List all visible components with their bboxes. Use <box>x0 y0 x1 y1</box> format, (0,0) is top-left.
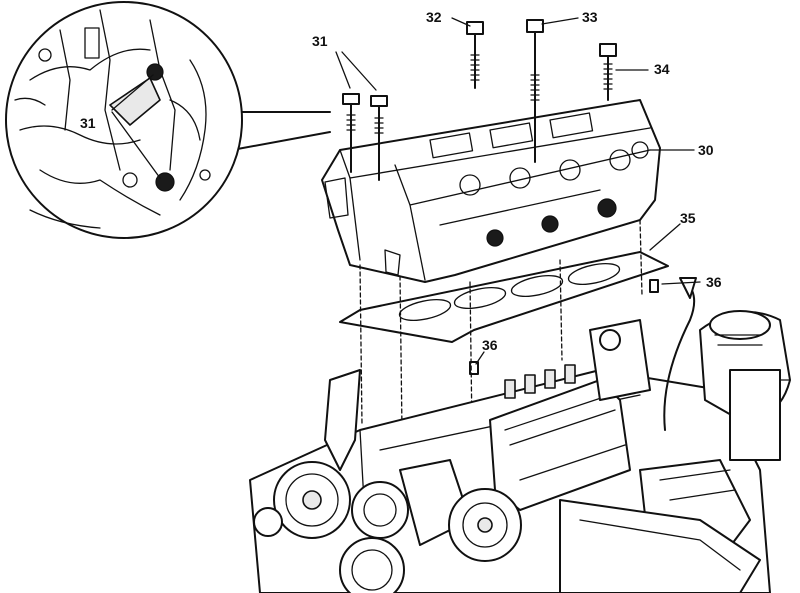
injector-ports <box>486 198 617 247</box>
water-pump-pulley <box>448 488 522 562</box>
callout-36-right: 36 <box>706 274 722 290</box>
callout-35: 35 <box>680 210 696 226</box>
callout-33: 33 <box>582 9 598 25</box>
callout-31-detail: 31 <box>80 115 96 131</box>
callout-32: 32 <box>426 9 442 25</box>
head-bolt-31b <box>370 95 388 181</box>
callout-34: 34 <box>654 61 670 77</box>
lower-pulley <box>339 537 405 593</box>
cylinder-head <box>321 99 661 283</box>
dowel-sleeve-left <box>469 361 479 375</box>
oil-filter-housing <box>699 310 791 461</box>
fuel-injection-pump <box>489 319 651 511</box>
callout-30: 30 <box>698 142 714 158</box>
engine-mount <box>559 499 761 593</box>
leader-lines <box>335 17 701 365</box>
head-bolt-31a <box>342 93 360 173</box>
head-bolt-34 <box>599 43 617 101</box>
head-bolt-33 <box>526 19 544 163</box>
left-mount-bracket <box>324 369 361 471</box>
head-bolt-32 <box>466 21 484 89</box>
dowel-sleeve-right <box>649 279 659 293</box>
detail-magnifier <box>5 1 331 239</box>
crankshaft-pulley <box>253 461 351 539</box>
callout-36-left: 36 <box>482 337 498 353</box>
callout-31: 31 <box>312 33 328 49</box>
